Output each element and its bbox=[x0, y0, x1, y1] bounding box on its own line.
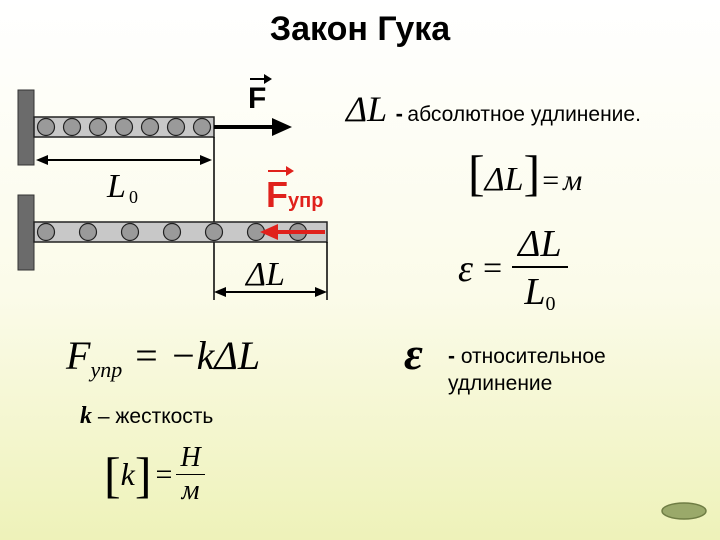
strain-denominator: L bbox=[524, 271, 546, 313]
k-desc: – жесткость bbox=[92, 405, 214, 428]
strain-numerator: ΔL bbox=[518, 223, 562, 265]
spring-top-coils bbox=[36, 117, 212, 137]
rel-epsilon-symbol: ε bbox=[404, 328, 423, 379]
k-unit-formula: [k] = Н м bbox=[104, 442, 205, 507]
l0-sub: 0 bbox=[129, 187, 138, 207]
wall-top bbox=[17, 89, 35, 166]
nav-oval bbox=[661, 502, 707, 520]
strain-epsilon: ε bbox=[458, 248, 473, 290]
force-vector-symbol: F bbox=[248, 74, 273, 115]
hooke-formula: Fупр = −kΔL bbox=[66, 332, 260, 383]
unit-eq: = bbox=[542, 164, 560, 197]
rel-elongation-def: - относительное удлинение bbox=[448, 343, 606, 397]
elastic-force-symbol: F bbox=[266, 166, 294, 215]
unit-delta-l: ΔL bbox=[484, 161, 524, 198]
k-unit-eq: = bbox=[155, 457, 173, 491]
force-arrowhead bbox=[272, 118, 292, 136]
elastic-force-arrowhead bbox=[260, 224, 278, 240]
slide-title: Закон Гука bbox=[269, 10, 451, 48]
strain-fraction: ΔL L0 bbox=[512, 222, 568, 316]
k-unit-fraction: Н м bbox=[176, 442, 205, 507]
wall-bottom bbox=[17, 194, 35, 271]
strain-eq: = bbox=[482, 250, 503, 287]
spring-bottom-coils bbox=[36, 222, 308, 242]
k-unit-k: k bbox=[120, 456, 135, 492]
strain-formula: ε = ΔL L0 bbox=[458, 222, 568, 316]
abs-delta-l: ΔL bbox=[346, 89, 388, 129]
stiffness-def: k – жесткость bbox=[80, 403, 213, 430]
unit-m: м bbox=[563, 164, 583, 197]
abs-dash: - bbox=[395, 101, 403, 126]
strain-denominator-sub: 0 bbox=[545, 293, 556, 315]
k-unit-num: Н bbox=[180, 442, 201, 473]
k-unit-den: м bbox=[181, 475, 200, 506]
hooke-sub: упр bbox=[90, 357, 123, 382]
delta-l-unit: [ΔL]=м bbox=[468, 145, 583, 201]
abs-elongation-def: ΔL - абсолютное удлинение. bbox=[346, 88, 641, 130]
k-symbol: k bbox=[80, 403, 92, 429]
delta-l-label: ΔL bbox=[244, 256, 285, 293]
l0-label: L bbox=[106, 168, 126, 205]
elastic-force-sub: упр bbox=[288, 190, 324, 212]
elastic-force-label: Fупр bbox=[266, 166, 324, 216]
force-label: F bbox=[248, 74, 273, 116]
hooke-f: F bbox=[66, 333, 91, 378]
rel-dash: - bbox=[448, 345, 455, 368]
rel-desc-1: относительное bbox=[460, 345, 606, 368]
hooke-rhs: = −kΔL bbox=[132, 333, 261, 378]
rel-desc-2: удлинение bbox=[448, 372, 553, 395]
abs-desc: абсолютное удлинение. bbox=[407, 103, 641, 126]
